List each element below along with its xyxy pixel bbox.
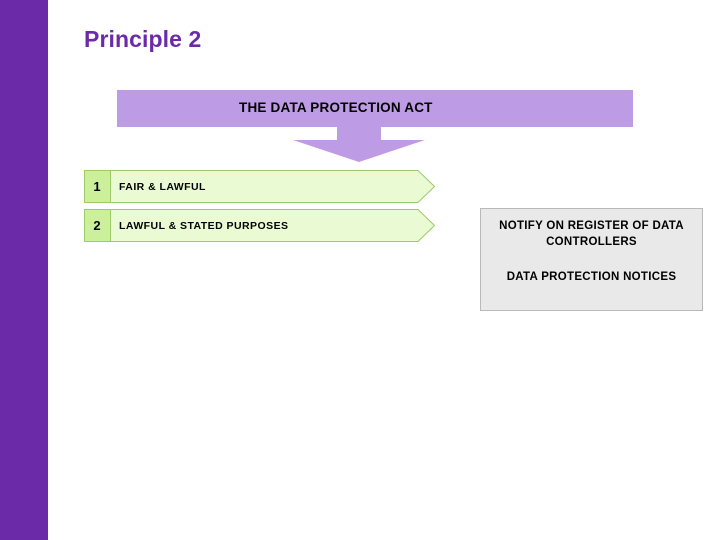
principle-chevron-row-2[interactable]: 2 LAWFUL & STATED PURPOSES	[84, 209, 435, 242]
banner-label: THE DATA PROTECTION ACT	[239, 100, 433, 115]
left-accent-bar	[0, 0, 48, 540]
note-box-line-1: NOTIFY ON REGISTER OF DATA CONTROLLERS	[499, 220, 684, 248]
chevron-shape	[84, 170, 435, 203]
chevron-shape	[84, 209, 435, 242]
banner-rectangle	[117, 90, 633, 127]
chevron-label: FAIR & LAWFUL	[119, 180, 206, 193]
data-protection-act-banner: THE DATA PROTECTION ACT	[117, 90, 633, 162]
principle-chevron-row-1[interactable]: 1 FAIR & LAWFUL	[84, 170, 435, 203]
down-arrow-icon	[293, 126, 425, 162]
notify-register-note-box: NOTIFY ON REGISTER OF DATA CONTROLLERS D…	[480, 208, 703, 311]
note-box-line-2: DATA PROTECTION NOTICES	[506, 271, 677, 283]
chevron-label: LAWFUL & STATED PURPOSES	[119, 219, 289, 232]
page-title: Principle 2	[84, 26, 202, 52]
chevron-number: 1	[93, 179, 101, 194]
chevron-number: 2	[93, 218, 101, 233]
